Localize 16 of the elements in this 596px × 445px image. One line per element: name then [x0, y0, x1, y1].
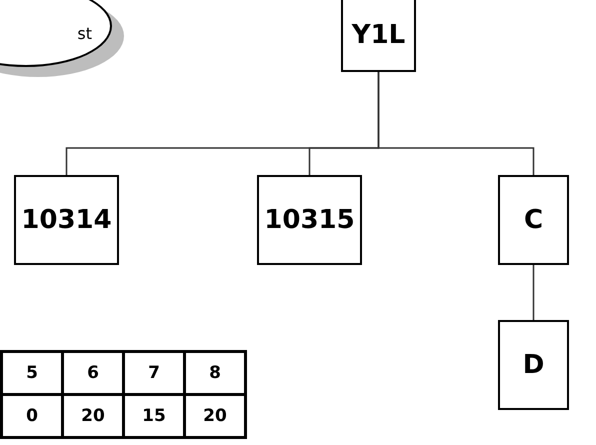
table-cell: 7: [124, 352, 184, 394]
tree-box: 10315: [257, 175, 362, 265]
connector-line: [378, 72, 534, 175]
table-cell: 20: [184, 394, 246, 438]
connector-line: [532, 265, 534, 320]
tree-box: Y1L: [341, 0, 416, 72]
tree-box: C: [498, 175, 569, 265]
table-cell: 20: [62, 394, 124, 438]
table-cell: 15: [124, 394, 184, 438]
table-cell: 5: [2, 352, 62, 394]
table-cell: 6: [62, 352, 124, 394]
tree-box: D: [498, 320, 569, 410]
table-cell: 8: [184, 352, 246, 394]
oval-shape: st: [0, 0, 112, 67]
tree-box: 10314: [14, 175, 119, 265]
table-cell: 0: [2, 394, 62, 438]
